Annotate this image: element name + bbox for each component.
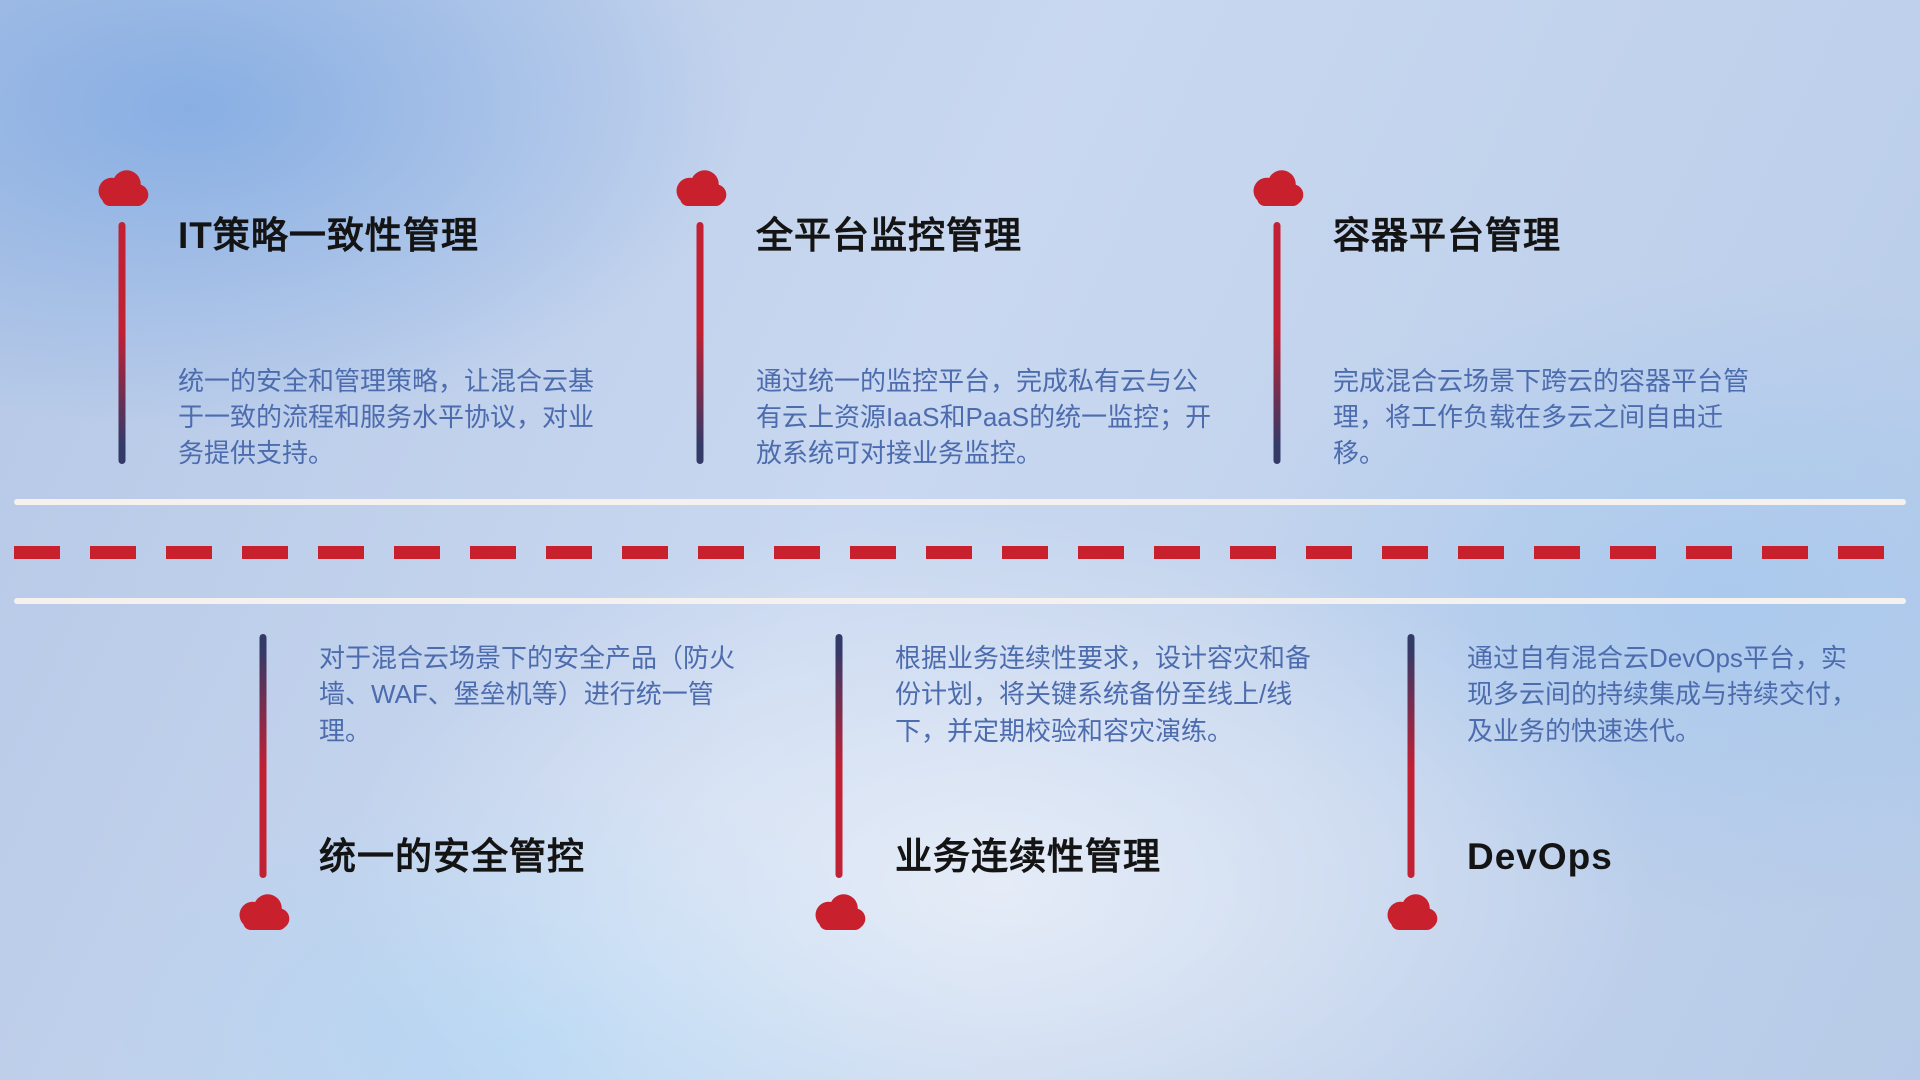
cloud-icon [808,892,870,936]
connector-line [1273,222,1281,464]
cloud-icon [1380,892,1442,936]
item-description: 通过统一的监控平台，完成私有云与公有云上资源IaaS和PaaS的统一监控；开放系… [756,365,1212,469]
item-title: 业务连续性管理 [895,836,1161,877]
cloud-icon [232,892,294,936]
cloud-icon [91,168,153,212]
connector-line [835,634,843,878]
item-title: 统一的安全管控 [319,836,585,877]
item-description: 根据业务连续性要求，设计容灾和备份计划，将关键系统备份至线上/线下，并定期校验和… [895,643,1312,746]
road-line-top [14,499,1906,505]
item-title: 容器平台管理 [1333,215,1561,256]
connector-line [118,222,126,464]
cloud-icon [1246,168,1308,212]
item-description: 对于混合云场景下的安全产品（防火墙、WAF、堡垒机等）进行统一管理。 [319,643,736,746]
item-description: 统一的安全和管理策略，让混合云基于一致的流程和服务水平协议，对业务提供支持。 [178,365,595,469]
road-dashed-line [14,546,1906,559]
connector-line [696,222,704,464]
item-description: 通过自有混合云DevOps平台，实现多云间的持续集成与持续交付，及业务的快速迭代… [1467,643,1858,746]
item-title: 全平台监控管理 [756,215,1022,256]
road-line-bottom [14,598,1906,604]
item-title: DevOps [1467,836,1613,877]
connector-line [1407,634,1415,878]
item-description: 完成混合云场景下跨云的容器平台管理，将工作负载在多云之间自由迁移。 [1333,365,1750,469]
connector-line [259,634,267,878]
item-title: IT策略一致性管理 [178,215,479,256]
cloud-icon [669,168,731,212]
